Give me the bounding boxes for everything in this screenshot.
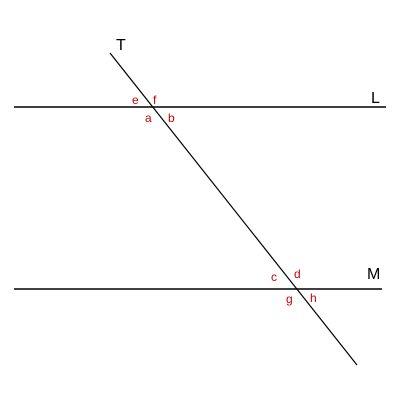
angle-a-label: a — [145, 111, 152, 125]
angle-d-label: d — [294, 267, 301, 281]
line-t — [109, 52, 358, 366]
line-l-label: L — [371, 90, 380, 107]
angle-b-label: b — [168, 111, 175, 125]
angle-g-label: g — [286, 292, 293, 306]
line-t-label: T — [116, 37, 126, 54]
angle-h-label: h — [310, 291, 317, 305]
angle-c-label: c — [271, 270, 277, 284]
angle-e-label: e — [132, 93, 139, 107]
line-m-label: M — [367, 266, 380, 283]
angle-f-label: f — [153, 93, 157, 107]
